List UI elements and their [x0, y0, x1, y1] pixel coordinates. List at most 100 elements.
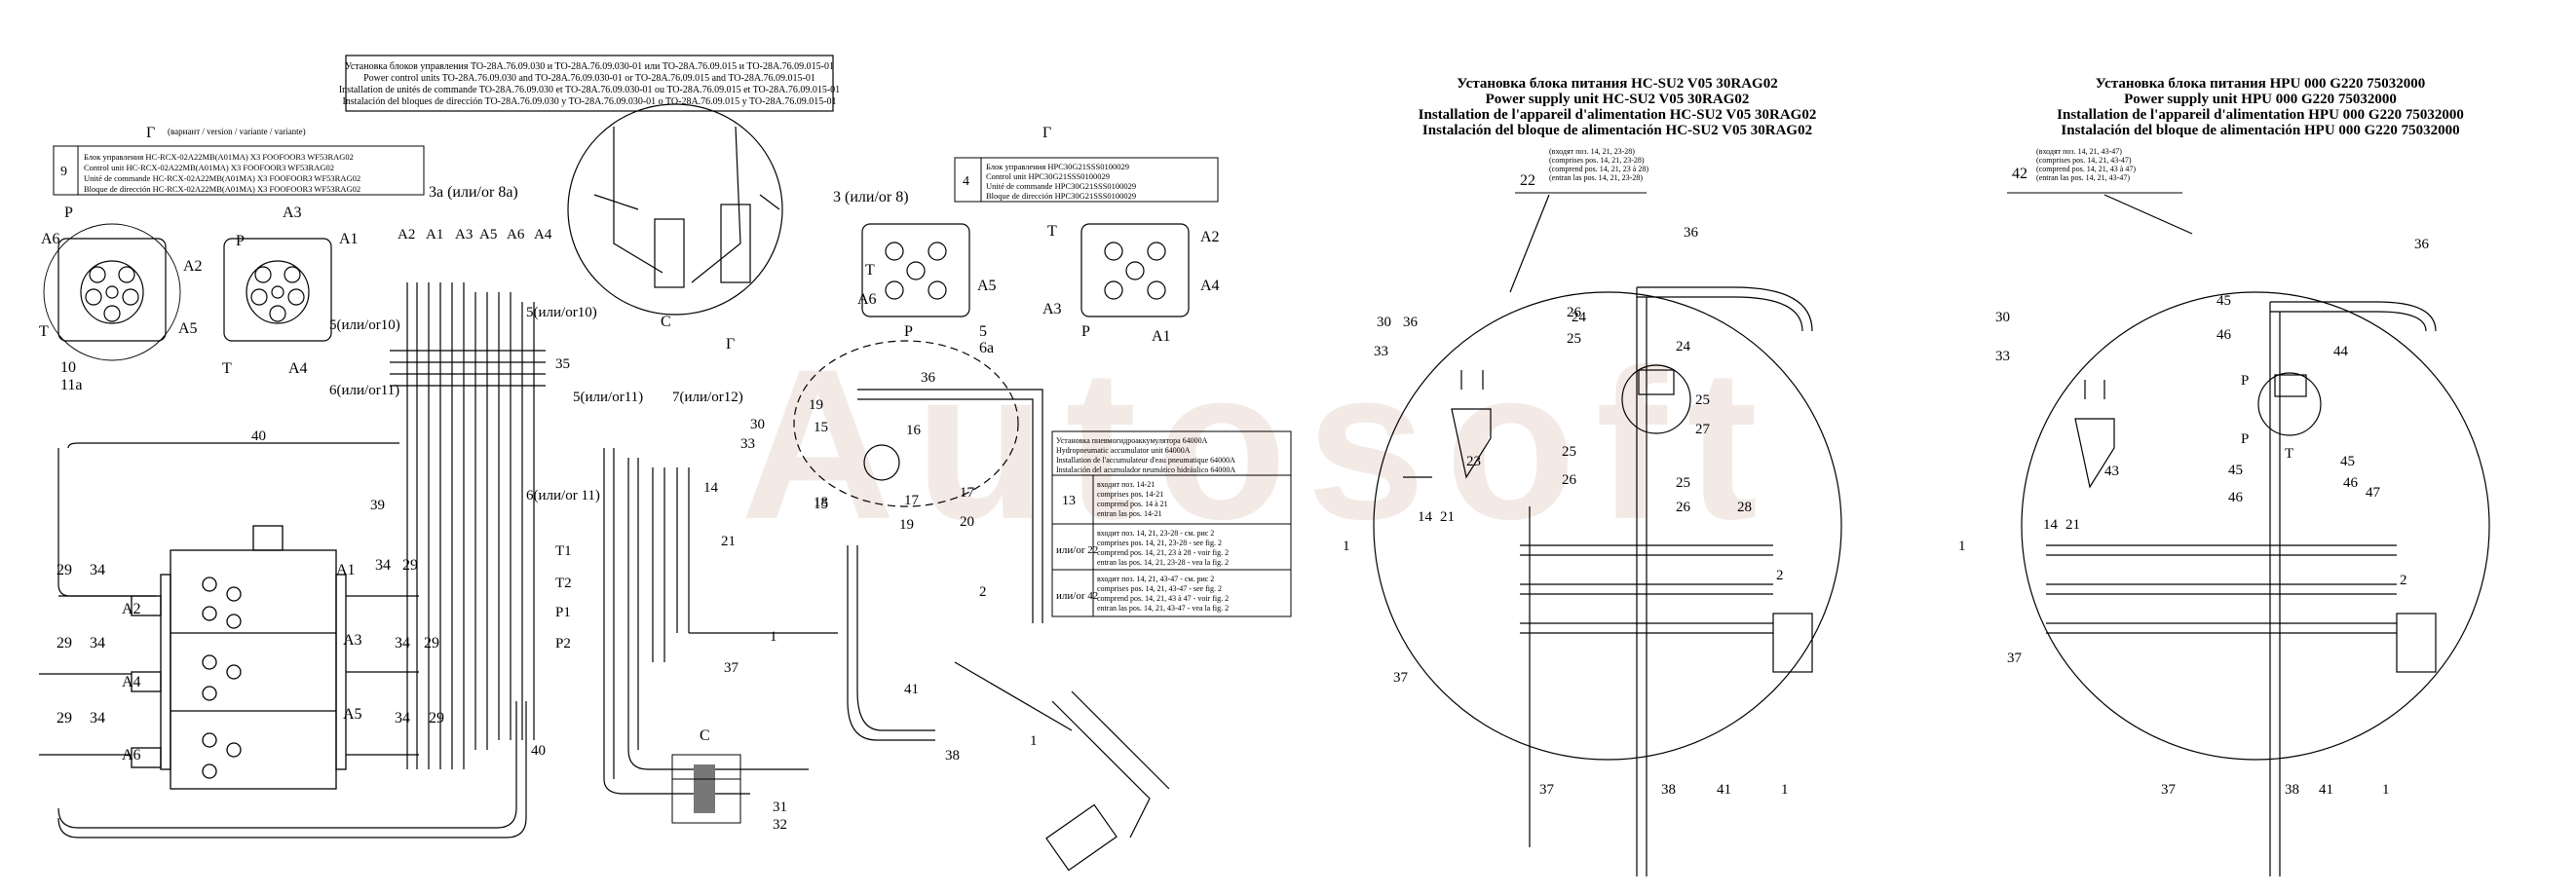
view-g-left: Г (вариант / version / variante / varian…	[53, 125, 425, 196]
port-label: A3	[283, 205, 302, 221]
table-cell: входит поз. 14-21	[1097, 480, 1155, 489]
port-label: P	[2241, 431, 2249, 447]
spec-line: Блок управления HPC30G21SSS0100029	[986, 162, 1129, 171]
pu-title: Установка блока питания HC-SU2 V05 30RAG…	[1457, 76, 1777, 92]
part-label: 14	[703, 480, 719, 496]
spec-line: Unité de commande HPC30G21SSS0100029	[986, 181, 1136, 191]
fitting-label: 29	[429, 710, 444, 726]
part-label: 26	[1562, 472, 1577, 488]
port-label: T	[1047, 223, 1057, 240]
table-header: Instalación del acumulador neumático hid…	[1056, 466, 1235, 474]
part-label: 26	[1567, 305, 1582, 320]
pu-title: Установка блока питания HPU 000 G220 750…	[2096, 76, 2425, 92]
item-number: 4	[963, 174, 969, 189]
part-label: 33	[1374, 344, 1388, 359]
table-pos: 13	[1062, 494, 1076, 508]
title-line-fr: Installation de unités de commande TO-28…	[339, 85, 840, 95]
pu-note: (comprises pos. 14, 21, 43-47)	[2036, 156, 2132, 165]
table-cell: comprend pos. 14, 21, 43 à 47 - voir fig…	[1097, 594, 1229, 603]
pos-label: 6а	[979, 340, 994, 356]
pos-label: 37	[1539, 782, 1555, 798]
part-label: 33	[740, 436, 755, 452]
pos-label: 2	[2400, 573, 2407, 588]
port-label: T	[39, 323, 49, 340]
part-label: 25	[1676, 475, 1690, 491]
pos-label: 1	[770, 629, 777, 645]
pos-label: 10	[60, 359, 76, 376]
pos-label: 31	[773, 800, 787, 815]
pos-label: 32	[773, 817, 787, 833]
table-cell: comprend pos. 14, 21, 23 à 28 - voir fig…	[1097, 548, 1229, 557]
port-label: A6	[507, 227, 525, 242]
fitting-label: 34	[395, 710, 410, 726]
cab-labels: 3а (или/or 8а) 3 (или/or 8) С Г	[429, 184, 909, 353]
part-label: 14	[1418, 509, 1433, 525]
port-label: A6	[857, 291, 877, 308]
pos-label: 41	[2319, 782, 2333, 798]
pos-label: 1	[1343, 539, 1350, 554]
part-label: 21	[2065, 517, 2080, 533]
pu-pos: 22	[1520, 172, 1535, 189]
port-label: A4	[534, 227, 552, 242]
fitting-label: 29	[57, 635, 72, 652]
pos-label: 1	[2382, 782, 2390, 798]
spec-line: Bloque de dirección HPC30G21SSS0100029	[986, 191, 1136, 201]
port-label: A1	[426, 227, 443, 242]
pos-label: 41	[1717, 782, 1731, 798]
part-label: 17	[960, 485, 975, 501]
pos-label: 40	[531, 743, 546, 759]
port-label: P	[64, 205, 73, 221]
pos-label: 6(или/or 11)	[526, 488, 600, 503]
port-label: Р	[1081, 323, 1090, 340]
pos-label: Г	[726, 336, 735, 353]
part-label: 45	[2228, 463, 2243, 478]
title-line-ru: Установка блоков управления ТО-28А.76.09…	[345, 61, 834, 72]
power-unit-2: Установка блока питания HPU 000 G220 750…	[1958, 76, 2490, 876]
pos-label: 5(или/or11)	[573, 390, 643, 405]
pos-label: 37	[2007, 651, 2023, 666]
port-label: A3	[343, 632, 362, 649]
pos-label: 41	[904, 682, 919, 697]
table-cell: comprises pos. 14, 21, 23-28 - see fig. …	[1097, 539, 1222, 547]
pos-label: 36	[921, 370, 936, 386]
port-label: A4	[288, 360, 308, 377]
pos-label: 35	[555, 356, 570, 372]
pos-label: 1	[1958, 539, 1966, 554]
port-label: A6	[41, 231, 60, 247]
spec-line: Control unit HC-RCX-02A22MB(A01MA) X3 FO…	[84, 163, 334, 172]
pu-note: (входят поз. 14, 21, 43-47)	[2036, 147, 2122, 156]
hose-label: T1	[555, 543, 572, 559]
pos-label: 2	[979, 584, 987, 600]
pu-title: Instalación del bloque de alimentación H…	[1422, 123, 1812, 138]
table-pos: или/or 22	[1056, 544, 1098, 556]
port-label: A1	[339, 231, 359, 247]
view-caption: (вариант / version / variante / variante…	[168, 127, 306, 136]
port-label: A2	[122, 601, 141, 617]
hpc-labels: T A6 A5 Р 5 6а T A2 A4 A3 Р A1	[857, 223, 1220, 356]
valve-port-labels: A1 A2 A3 A4 A5 A6 29 34 34 29 29 34 34 2…	[57, 557, 444, 764]
power-unit-1: Установка блока питания HC-SU2 V05 30RAG…	[1343, 76, 1842, 876]
pu-title: Power supply unit HC-SU2 V05 30RAG02	[1486, 92, 1750, 107]
pos-label: 7(или/or12)	[672, 390, 743, 405]
fitting-label: 34	[90, 635, 105, 652]
pu-note: (comprises pos. 14, 21, 23-28)	[1549, 156, 1645, 165]
part-label: 30	[1377, 315, 1391, 330]
table-header: Установка пневмогидроаккумулятора 64000A	[1056, 436, 1208, 445]
part-label: 21	[1440, 509, 1455, 525]
part-label: 33	[1995, 349, 2010, 364]
control-unit-hpc-left	[861, 223, 970, 317]
part-label: 16	[906, 423, 922, 438]
port-label: Р	[904, 323, 913, 340]
pu-note: (comprend pos. 14, 21, 43 à 47)	[2036, 165, 2136, 173]
part-label: 44	[2333, 344, 2349, 359]
table-cell: comprises pos. 14, 21, 43-47 - see fig. …	[1097, 584, 1222, 593]
pos-label: 6(или/or11)	[329, 383, 399, 398]
section-c-detail: С 31 32	[671, 727, 787, 833]
table-cell: entran las pos. 14, 21, 23-28 - vea la f…	[1097, 558, 1229, 567]
port-label: A3	[1042, 301, 1062, 317]
table-cell: entran las pos. 14-21	[1097, 509, 1162, 518]
bundle-labels: A2 A1 A3 A5 A6 A4 5(или/or10) 5(или/or10…	[251, 227, 597, 759]
fitting-label: 29	[424, 635, 439, 652]
part-label: 19	[809, 397, 823, 413]
part-label: 28	[1737, 500, 1752, 515]
